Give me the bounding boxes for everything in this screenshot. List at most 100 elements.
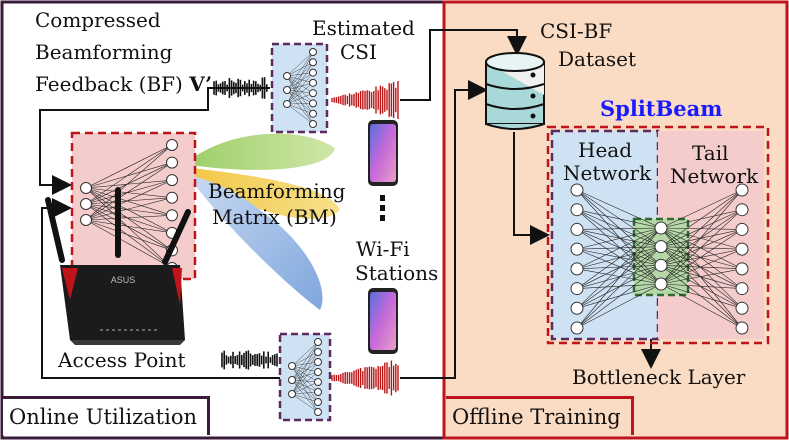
- nn-edge: [576, 229, 662, 247]
- nn-edge: [291, 351, 319, 381]
- nn-node: [166, 209, 178, 222]
- bottom-csi-network-box: [278, 332, 332, 422]
- nn-edge: [576, 227, 662, 250]
- nn-edge: [576, 246, 662, 329]
- nn-edge: [286, 62, 314, 91]
- nn-edge: [85, 197, 173, 205]
- nn-edge: [85, 219, 173, 269]
- nn-edge: [576, 189, 662, 229]
- database-icon: [485, 52, 545, 130]
- nn-node: [80, 198, 92, 210]
- nn-node: [166, 191, 178, 204]
- nn-edge: [291, 351, 319, 367]
- nn-edge: [576, 209, 662, 285]
- wifi-label: Wi-Fi: [356, 237, 410, 261]
- nn-node: [80, 182, 92, 194]
- nn-node: [735, 242, 749, 256]
- compressed-label: Compressed: [35, 8, 161, 32]
- nn-node: [570, 301, 584, 315]
- nn-edge: [660, 265, 743, 270]
- nn-edge: [291, 351, 319, 395]
- nn-node: [314, 348, 322, 356]
- nn-edge: [576, 229, 662, 285]
- nn-edge: [660, 248, 743, 285]
- nn-edge: [286, 51, 314, 105]
- top-csi-network-box: [270, 42, 329, 134]
- nn-edge: [660, 246, 743, 250]
- nn-edge: [576, 265, 662, 329]
- nn-edge: [291, 341, 319, 367]
- nn-edge: [291, 381, 319, 395]
- nn-edge: [660, 268, 743, 285]
- nn-edge: [286, 75, 314, 84]
- nn-edge: [660, 227, 743, 270]
- nn-edge: [660, 265, 743, 289]
- nn-node: [309, 58, 317, 67]
- nn-edge: [576, 227, 662, 230]
- nn-edge: [291, 361, 319, 381]
- stations-label: Stations: [355, 261, 439, 285]
- nn-edge: [660, 246, 743, 270]
- phone-icon-top: [368, 120, 398, 186]
- nn-edge: [660, 189, 743, 285]
- nn-node: [166, 139, 178, 151]
- nn-node: [309, 68, 317, 77]
- nn-edge: [576, 189, 662, 266]
- nn-edge: [85, 179, 173, 189]
- splitbeam-title: SplitBeam: [600, 96, 723, 121]
- nn-edge: [576, 248, 662, 285]
- nn-edge: [576, 246, 662, 309]
- nn-edge: [660, 189, 743, 266]
- nn-edge: [85, 162, 173, 221]
- nn-node: [314, 358, 322, 366]
- nn-edge: [291, 379, 319, 383]
- nn-edge: [85, 203, 173, 251]
- nn-edge: [576, 268, 662, 285]
- beam-yellow: [192, 168, 340, 219]
- nn-edge: [286, 92, 314, 105]
- nn-edge: [291, 391, 319, 395]
- nn-edge: [85, 187, 173, 251]
- nn-node: [735, 301, 749, 315]
- nn-edge: [660, 227, 743, 309]
- nn-edge: [291, 341, 319, 395]
- nn-edge: [576, 265, 662, 309]
- nn-edge: [660, 246, 743, 289]
- nn-edge: [85, 187, 173, 216]
- dataset-line2-label: Dataset: [558, 47, 637, 71]
- nn-edge: [85, 179, 173, 205]
- nn-edge: [286, 82, 314, 105]
- nn-edge: [85, 144, 173, 221]
- nn-edge: [291, 371, 319, 395]
- nn-edge: [576, 265, 662, 270]
- nn-node: [314, 338, 322, 346]
- nn-edge: [286, 62, 314, 105]
- nn-node: [735, 222, 749, 236]
- bm-line1-label: Beamforming: [208, 179, 346, 203]
- dataset-line1-label: CSI-BF: [540, 19, 613, 43]
- nn-node: [314, 408, 322, 416]
- csi-signal-bottom: [331, 360, 399, 396]
- online-utilization-title: Online Utilization: [3, 396, 210, 435]
- nn-node: [570, 183, 584, 197]
- nn-edge: [291, 365, 319, 373]
- tail-line2-label: Network: [670, 164, 759, 188]
- nn-edge: [660, 209, 743, 247]
- nn-node: [166, 156, 178, 169]
- nn-edge: [576, 283, 662, 309]
- nn-edge: [576, 248, 662, 266]
- nn-edge: [85, 162, 173, 205]
- nn-edge: [576, 246, 662, 289]
- nn-edge: [286, 62, 314, 77]
- nn-edge: [85, 144, 173, 189]
- nn-edge: [660, 265, 743, 329]
- nn-edge: [576, 189, 662, 285]
- nn-edge: [85, 219, 173, 234]
- nn-edge: [85, 203, 173, 269]
- nn-edge: [286, 51, 314, 91]
- nn-edge: [660, 246, 743, 329]
- nn-edge: [85, 179, 173, 221]
- nn-edge: [286, 75, 314, 114]
- head-line1-label: Head: [578, 138, 633, 162]
